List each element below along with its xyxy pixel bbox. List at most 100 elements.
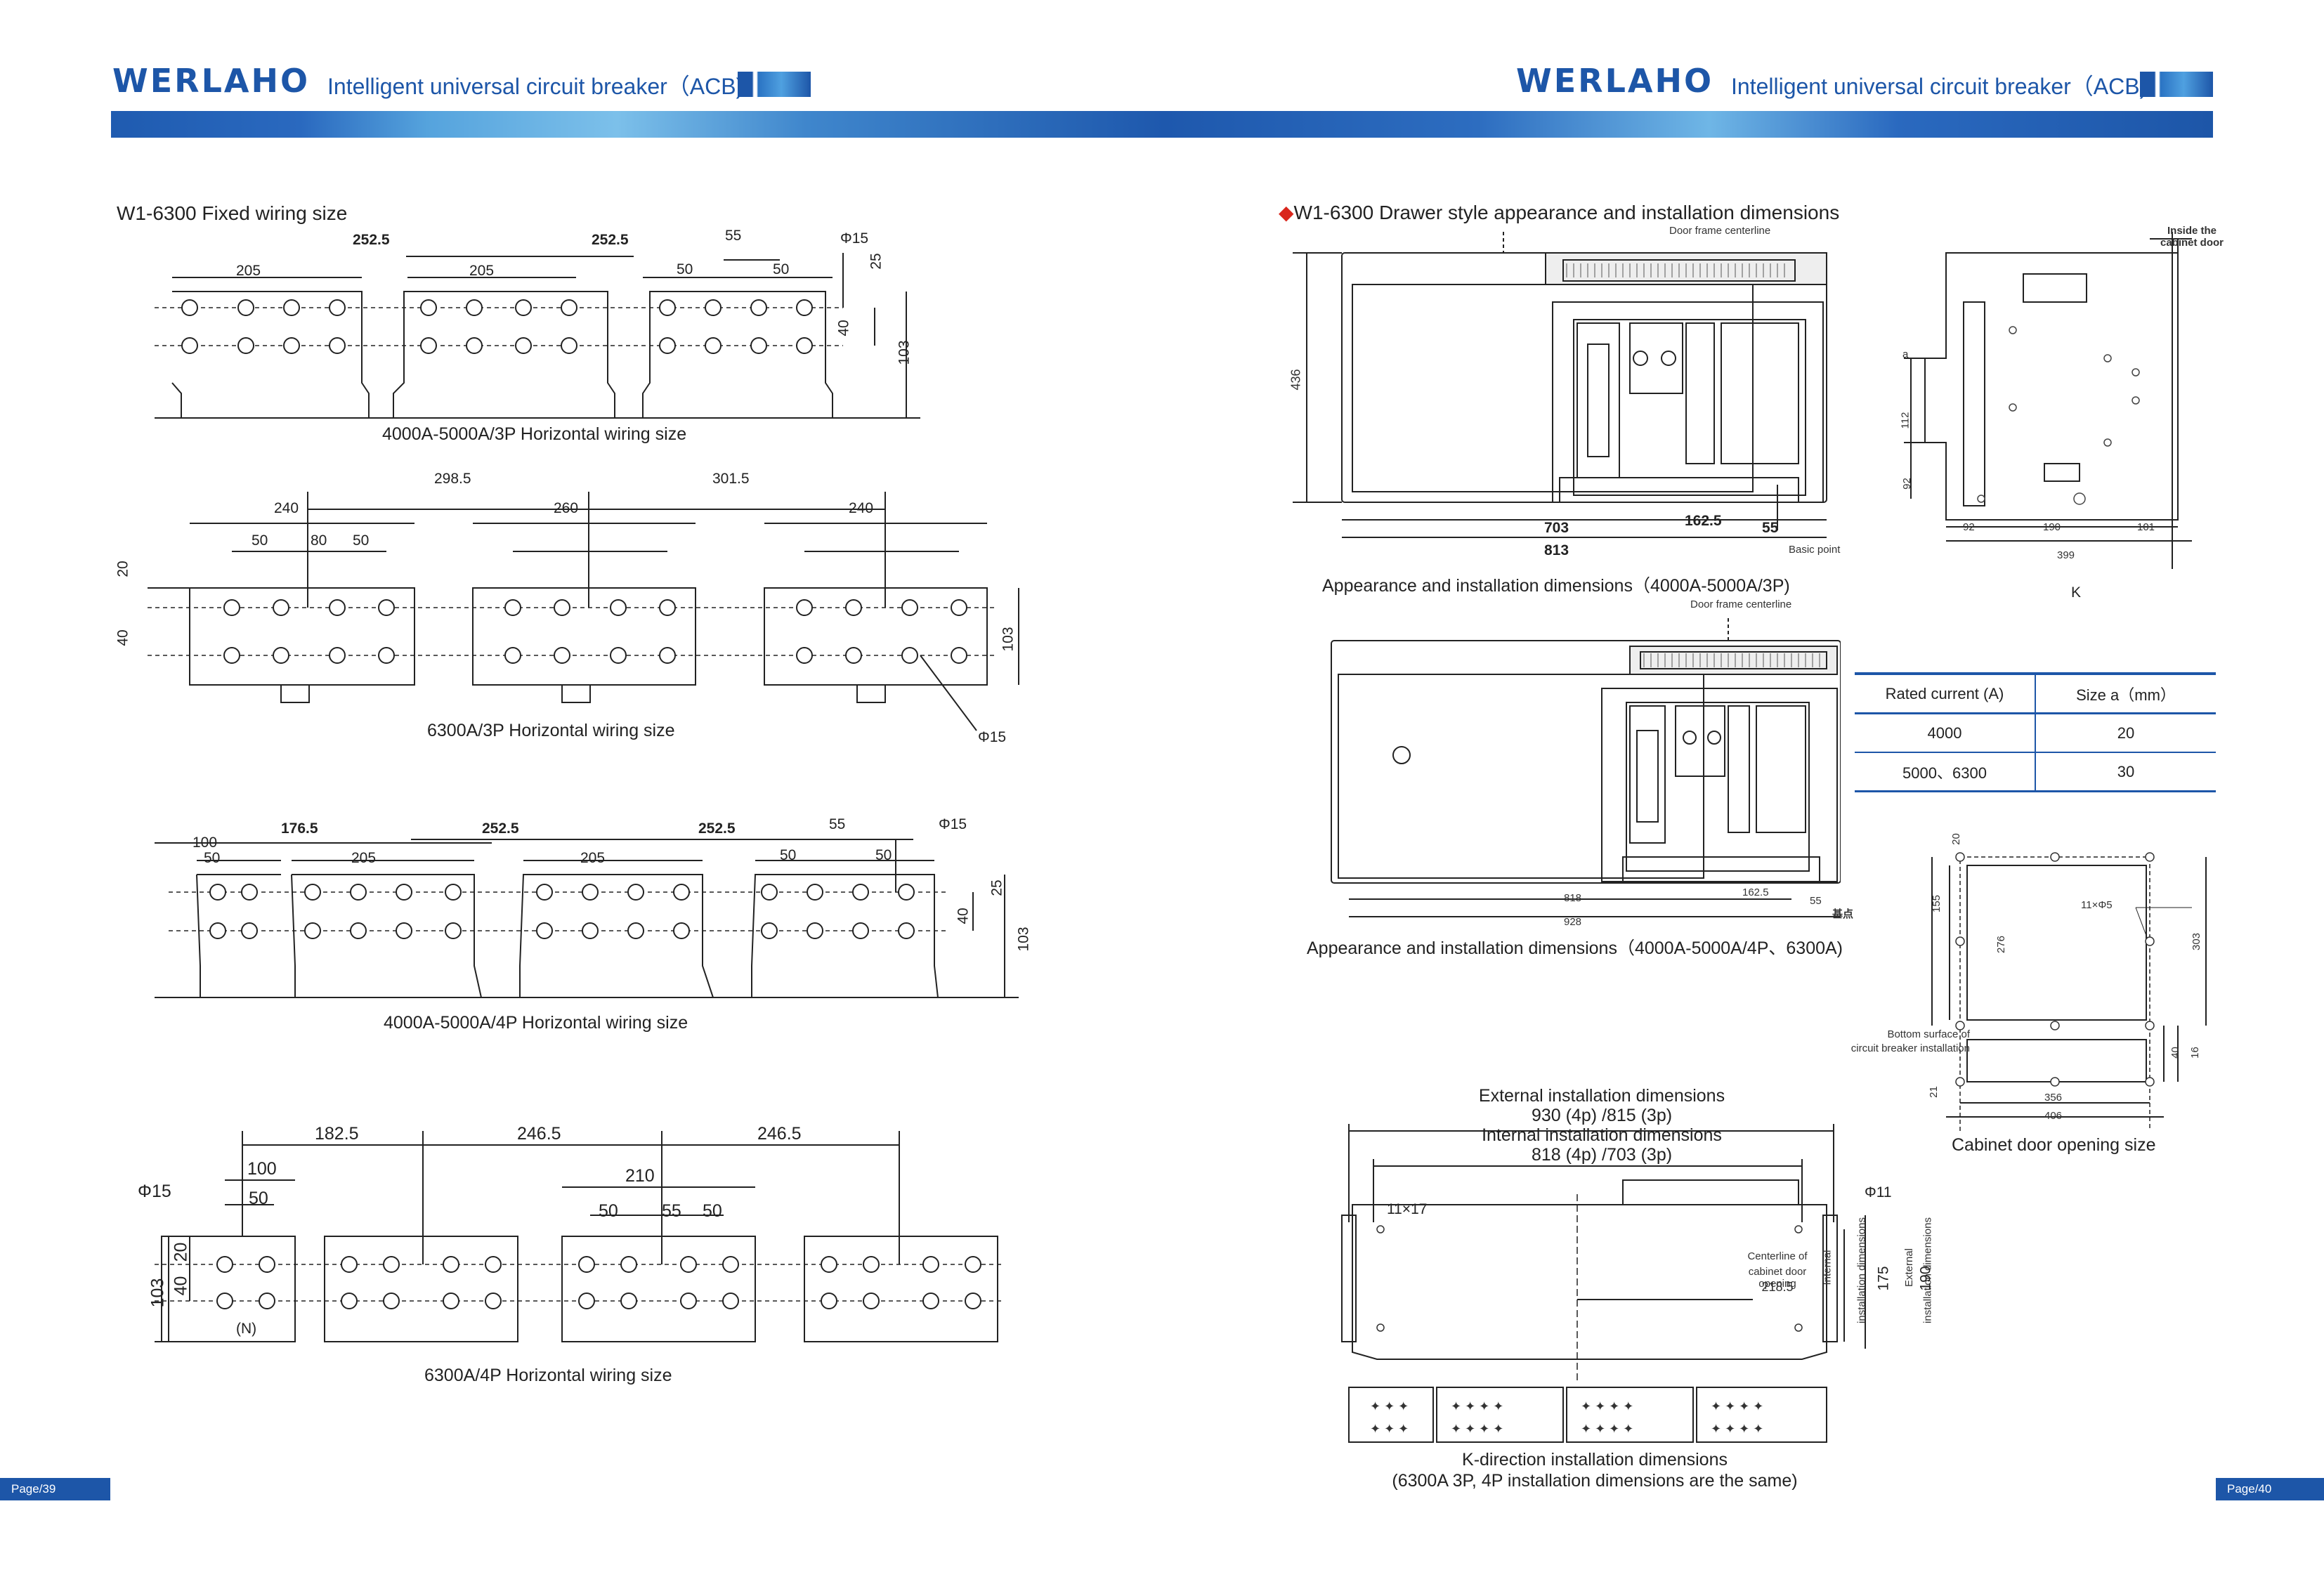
kview-line1: External installation dimensions xyxy=(1478,1086,1725,1106)
cab-dim-b: 155 xyxy=(1931,894,1943,913)
svg-text:✦ ✦ ✦ ✦: ✦ ✦ ✦ ✦ xyxy=(1581,1422,1633,1436)
right-section-title-text: W1-6300 Drawer style appearance and inst… xyxy=(1293,202,1840,223)
dim-2b: 301.5 xyxy=(712,471,750,487)
dim-3c: 252.5 xyxy=(698,820,736,837)
door-label-2: Door frame centerline xyxy=(1690,598,1792,610)
page-number-right: Page/40 xyxy=(2216,1478,2324,1500)
dim-1d: 205 xyxy=(469,263,495,279)
dim-1e: 55 xyxy=(725,228,742,244)
door-label-1: Door frame centerline xyxy=(1669,225,1771,237)
fig1-dim-w4: 55 xyxy=(1762,520,1779,536)
dim-1v2: 40 xyxy=(835,320,852,336)
svg-text:✦ ✦ ✦ ✦: ✦ ✦ ✦ ✦ xyxy=(1581,1399,1633,1413)
drawing-4p-6300 xyxy=(155,1131,1005,1342)
cabinet-door-drawing xyxy=(1931,852,2207,1131)
dim-4h: 55 xyxy=(662,1201,681,1221)
cab-dim-d: 303 xyxy=(2191,932,2203,951)
header-subtitle-right: Intelligent universal circuit breaker（AC… xyxy=(1731,74,2148,99)
side-dim-d: 92 xyxy=(1963,521,1975,533)
basic-point-label: Basic point xyxy=(1789,544,1841,556)
cab-dim-c: 276 xyxy=(1995,935,2008,954)
dim-3v3: 103 xyxy=(1015,927,1032,952)
dim-4a: 182.5 xyxy=(315,1124,359,1144)
side-dim-b: 112 xyxy=(1899,412,1912,429)
kview-center-2: cabinet door opening xyxy=(1748,1266,1807,1290)
side-dim-c: 92 xyxy=(1900,478,1913,490)
k-direction-drawing: ✦ ✦ ✦ ✦ ✦ ✦ ✦ ✦ ✦ ✦ ✦ ✦ ✦ ✦ ✦ ✦ ✦ ✦ ✦ ✦ ✦ ✦… xyxy=(1341,1124,1866,1443)
kview-center-1: Centerline of xyxy=(1747,1250,1808,1262)
fig2-dim-w1: 818 xyxy=(1564,892,1582,904)
svg-text:✦ ✦ ✦: ✦ ✦ ✦ xyxy=(1370,1399,1409,1413)
dim-4g: 50 xyxy=(599,1201,618,1221)
header-accent-left xyxy=(738,72,811,97)
dim-4v1: 20 xyxy=(171,1242,191,1262)
header-subtitle-left: Intelligent universal circuit breaker（AC… xyxy=(327,74,744,99)
dim-4c: 246.5 xyxy=(757,1124,802,1144)
dim-2v3: 103 xyxy=(1000,627,1017,652)
table-cell: 5000、6300 xyxy=(1902,764,1987,782)
dim-1f: 50 xyxy=(677,261,693,277)
cab-dim-f: 40 xyxy=(2169,1047,2181,1059)
dim-3f: 205 xyxy=(351,850,377,866)
dim-3v1: 25 xyxy=(988,879,1005,896)
kview-caption-2: (6300A 3P, 4P installation dimensions ar… xyxy=(1392,1471,1798,1491)
table-cell: 4000 xyxy=(1927,724,1962,742)
k-arrow-label: K xyxy=(2071,584,2082,601)
header-accent-right xyxy=(2140,72,2213,97)
cab-dim-h: 21 xyxy=(1927,1086,1940,1098)
table-cell: 20 xyxy=(2035,713,2216,752)
dim-4f: 210 xyxy=(625,1166,655,1186)
dim-2hole: Φ15 xyxy=(978,729,1007,745)
cab-dim-i: 356 xyxy=(2044,1092,2063,1104)
fig2-dim-w2: 928 xyxy=(1564,916,1582,928)
dim-1a: 252.5 xyxy=(353,232,390,248)
kview-int-val: 175 xyxy=(1875,1266,1892,1291)
page-number-left: Page/39 xyxy=(0,1478,110,1500)
dim-1hole: Φ15 xyxy=(840,230,869,247)
table-header-row: Rated current (A) Size a（mm） xyxy=(1855,674,2216,714)
cabinet-caption: Cabinet door opening size xyxy=(1952,1135,2156,1155)
dim-3e: 50 xyxy=(204,850,221,866)
kview-line4: 818 (4p) /703 (3p) xyxy=(1531,1145,1673,1165)
svg-text:✦ ✦ ✦ ✦: ✦ ✦ ✦ ✦ xyxy=(1711,1399,1763,1413)
brand-logo-right: WERLAHO xyxy=(1516,62,1714,100)
svg-text:✦ ✦ ✦: ✦ ✦ ✦ xyxy=(1370,1422,1409,1436)
size-table: Rated current (A) Size a（mm） 4000 20 500… xyxy=(1855,672,2216,792)
kview-caption-1: K-direction installation dimensions xyxy=(1462,1450,1728,1470)
fig1-dim-h: 436 xyxy=(1288,369,1303,391)
dim-3d: 100 xyxy=(192,835,218,851)
dim-4hole: Φ15 xyxy=(138,1182,171,1201)
side-dim-a: a xyxy=(1902,348,1909,360)
dim-3a: 176.5 xyxy=(281,820,318,837)
kview-hole: Φ11 xyxy=(1865,1184,1892,1200)
kview-line3: Internal installation dimensions xyxy=(1482,1125,1722,1145)
dim-2g: 80 xyxy=(311,532,327,549)
table-row: 4000 20 xyxy=(1855,713,2216,752)
header-band-right xyxy=(1163,111,2213,138)
caption-4p-4000: 4000A-5000A/4P Horizontal wiring size xyxy=(384,1013,688,1033)
left-section-title: W1-6300 Fixed wiring size xyxy=(117,202,348,224)
dim-4e: 50 xyxy=(249,1189,268,1208)
dim-3i: 50 xyxy=(780,847,797,863)
cab-dim-a: 20 xyxy=(1950,833,1962,845)
dim-4d: 100 xyxy=(247,1159,277,1179)
svg-text:✦ ✦ ✦ ✦: ✦ ✦ ✦ ✦ xyxy=(1451,1399,1503,1413)
cab-dim-j: 406 xyxy=(2044,1110,2063,1122)
breaker-front-4p xyxy=(1331,618,1841,917)
kview-ext-val: 190 xyxy=(1917,1266,1934,1291)
side-dim-g: 399 xyxy=(2057,549,2075,561)
fig2-dim-w3: 162.5 xyxy=(1742,886,1769,898)
dim-3b: 252.5 xyxy=(482,820,519,837)
fig2-caption: Appearance and installation dimensions（4… xyxy=(1307,938,1843,958)
dim-2h: 50 xyxy=(353,532,370,549)
table-header-current: Rated current (A) xyxy=(1885,684,2004,702)
caption-3p-4000: 4000A-5000A/3P Horizontal wiring size xyxy=(382,424,687,444)
svg-text:✦ ✦ ✦ ✦: ✦ ✦ ✦ ✦ xyxy=(1711,1422,1763,1436)
table-cell: 30 xyxy=(2035,752,2216,792)
dim-2v1: 20 xyxy=(115,561,131,577)
kview-ext-1: External xyxy=(1903,1248,1916,1288)
side-dim-e: 190 xyxy=(2043,521,2061,533)
kview-line2: 930 (4p) /815 (3p) xyxy=(1531,1106,1673,1125)
header-band-left xyxy=(111,111,1165,138)
